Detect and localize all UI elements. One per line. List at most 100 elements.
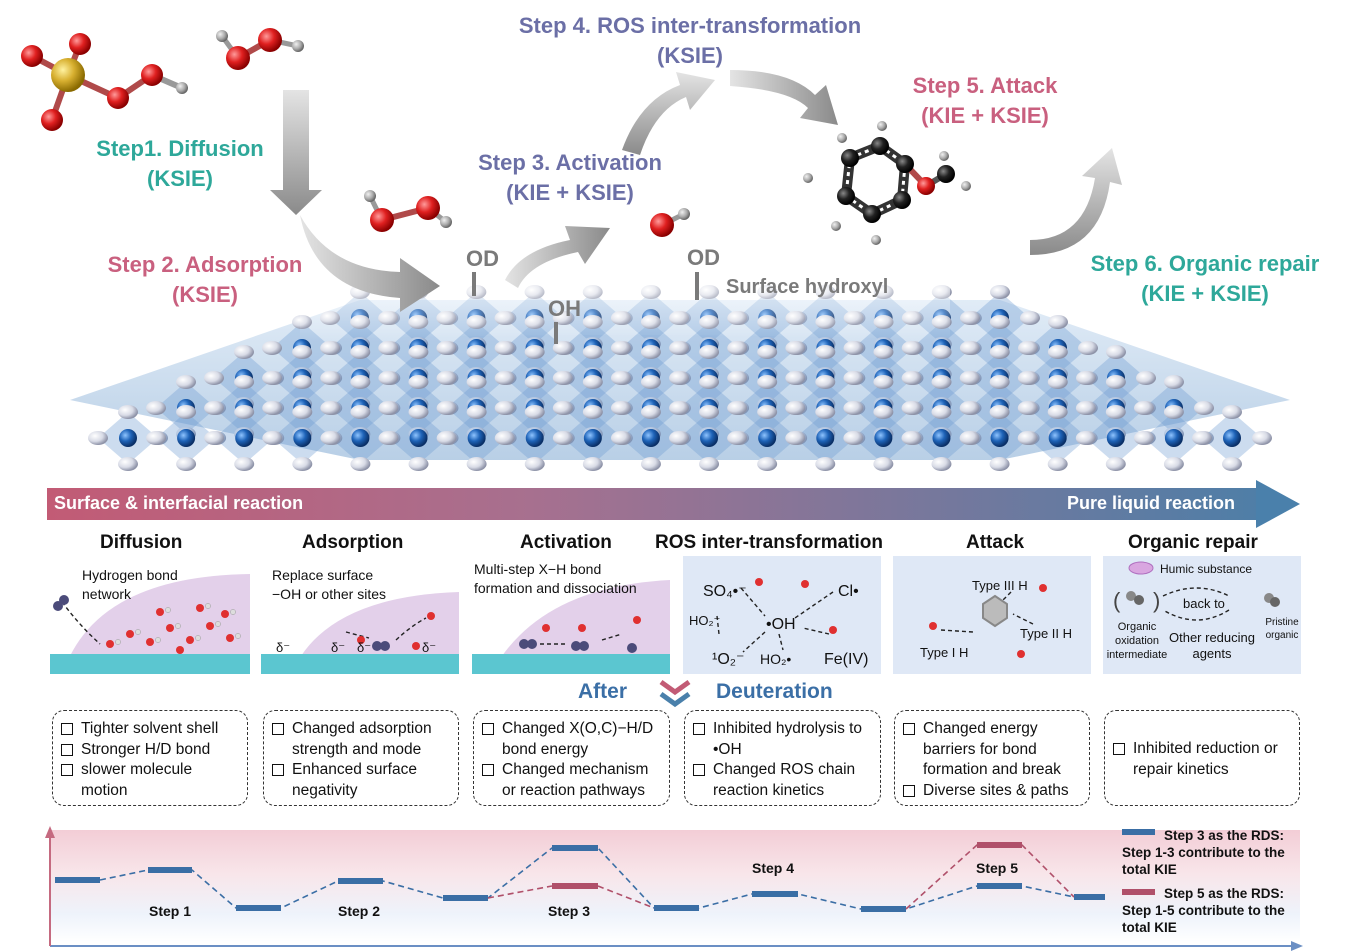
- ros-fe: Fe(IV): [824, 651, 869, 668]
- oxygen-atom: [234, 405, 255, 419]
- oxygen-atom: [931, 405, 952, 419]
- oxygen-atom: [843, 371, 864, 385]
- oxygen-atom: [292, 345, 313, 359]
- oxygen-atom: [815, 375, 836, 389]
- oxygen-atom: [757, 375, 778, 389]
- oxygen-atom: [1222, 457, 1242, 471]
- oxygen-atom: [815, 405, 836, 419]
- od-label-1: OD: [466, 246, 499, 271]
- checkbox-icon: [61, 723, 73, 735]
- oxygen-atom: [408, 345, 429, 359]
- oxygen-atom: [494, 431, 515, 445]
- oxygen-atom: [757, 457, 778, 471]
- metal-atom: [1106, 429, 1125, 447]
- oxygen-atom: [610, 431, 631, 445]
- col-title-attack: Attack: [966, 532, 1025, 553]
- oxygen-atom: [610, 341, 631, 355]
- energy-diagram: [45, 826, 1303, 951]
- oxygen-atom: [1075, 401, 1096, 415]
- oxygen-atom: [727, 401, 748, 415]
- surface-hydroxyl-label: Surface hydroxyl: [726, 276, 889, 298]
- panel-ros: [683, 556, 881, 674]
- oxygen-atom: [901, 341, 922, 355]
- oxygen-atom: [1192, 431, 1212, 445]
- oxygen-atom: [959, 431, 980, 445]
- deuteration-label: Deuteration: [716, 680, 833, 703]
- oxygen-atom: [320, 431, 341, 445]
- col-title-adsorption: Adsorption: [302, 532, 404, 553]
- oxygen-atom: [815, 457, 836, 471]
- oxygen-atom: [350, 375, 371, 389]
- effect-item: Changed X(O,C)−H/D bond energy: [480, 719, 663, 760]
- energy-step-4: Step 4: [752, 860, 795, 876]
- repair-humic: Humic substance: [1160, 562, 1253, 576]
- oxygen-atom: [146, 401, 166, 415]
- oxygen-atom: [552, 341, 573, 355]
- oxygen-atom: [1047, 457, 1068, 471]
- effect-item: Changed ROS chain reaction kinetics: [691, 760, 874, 801]
- oxygen-atom: [1078, 341, 1098, 355]
- col-title-repair: Organic repair: [1128, 532, 1258, 553]
- effect-item: Diverse sites & paths: [901, 781, 1083, 802]
- oxygen-atom: [320, 341, 341, 355]
- oxygen-atom: [378, 341, 399, 355]
- oxygen-atom: [1133, 431, 1154, 445]
- red-path-connector-a: [597, 885, 655, 909]
- metal-atom: [874, 429, 893, 447]
- oxygen-atom: [901, 371, 922, 385]
- oxygen-atom: [785, 401, 806, 415]
- repair-back-to: back to: [1183, 596, 1225, 611]
- x-axis-arrowhead: [1291, 941, 1303, 951]
- metal-atom: [235, 429, 254, 447]
- effect-item: slower molecule motion: [59, 760, 241, 801]
- oxygen-atom: [176, 405, 197, 419]
- attack-type2: Type II H: [1020, 626, 1073, 641]
- oxygen-atom: [1163, 457, 1184, 471]
- oxygen-atom: [378, 431, 399, 445]
- effects-ros: Inhibited hydrolysis to •OH Changed ROS …: [684, 710, 881, 806]
- oxygen-atom: [292, 405, 313, 419]
- effects-diffusion: Tighter solvent shell Stronger H/D bond …: [52, 710, 248, 806]
- oxygen-atom: [262, 371, 283, 385]
- oxygen-atom: [1048, 315, 1068, 329]
- oxygen-atom: [990, 285, 1010, 299]
- checkbox-icon: [903, 723, 915, 735]
- svg-text:(: (: [1113, 588, 1121, 613]
- oxygen-atom: [176, 375, 196, 389]
- ros-oh: •OH: [766, 616, 796, 633]
- oxygen-atom: [1164, 375, 1184, 389]
- h2o2-adsorbing-molecule: [364, 190, 452, 232]
- attack-type1: Type I H: [920, 645, 969, 660]
- oxygen-atom: [960, 311, 980, 325]
- repair-pristine: Pristine organic: [1265, 617, 1299, 641]
- oxygen-atom: [669, 341, 690, 355]
- ros-so4: SO₄•⁻: [703, 583, 747, 600]
- col-title-activation: Activation: [520, 532, 612, 553]
- oxygen-atom: [757, 345, 778, 359]
- oxygen-atom: [1252, 431, 1272, 445]
- oxygen-atom: [873, 375, 894, 389]
- step5-title: Step 5. Attack(KIE + KSIE): [912, 73, 1058, 128]
- effect-item: Inhibited hydrolysis to •OH: [691, 719, 874, 760]
- oxygen-atom: [699, 457, 720, 471]
- oxygen-atom: [350, 405, 371, 419]
- adsorption-arrow: [300, 215, 440, 312]
- oxygen-atom: [1076, 371, 1096, 385]
- oxygen-atom: [176, 457, 197, 471]
- transformation-arrow: [622, 72, 715, 155]
- step6-title: Step 6. Organic repair(KIE + KSIE): [1090, 251, 1320, 306]
- metal-atom: [351, 429, 370, 447]
- oxygen-atom: [436, 341, 457, 355]
- col-title-ros: ROS inter-transformation: [655, 532, 884, 553]
- repair-other-agents: Other reducing agents: [1169, 630, 1255, 661]
- metal-atom: [1164, 429, 1183, 447]
- metal-atom: [293, 429, 312, 447]
- oxygen-atom: [320, 401, 341, 415]
- oxygen-atom: [669, 371, 690, 385]
- oxygen-atom: [1106, 345, 1126, 359]
- oxygen-atom: [234, 457, 255, 471]
- legend-rds-step5: Step 5 as the RDS: Step 1-5 contribute t…: [1122, 886, 1285, 935]
- oxygen-atom: [727, 371, 748, 385]
- oxygen-atom: [466, 405, 487, 419]
- oxygen-atom: [785, 431, 806, 445]
